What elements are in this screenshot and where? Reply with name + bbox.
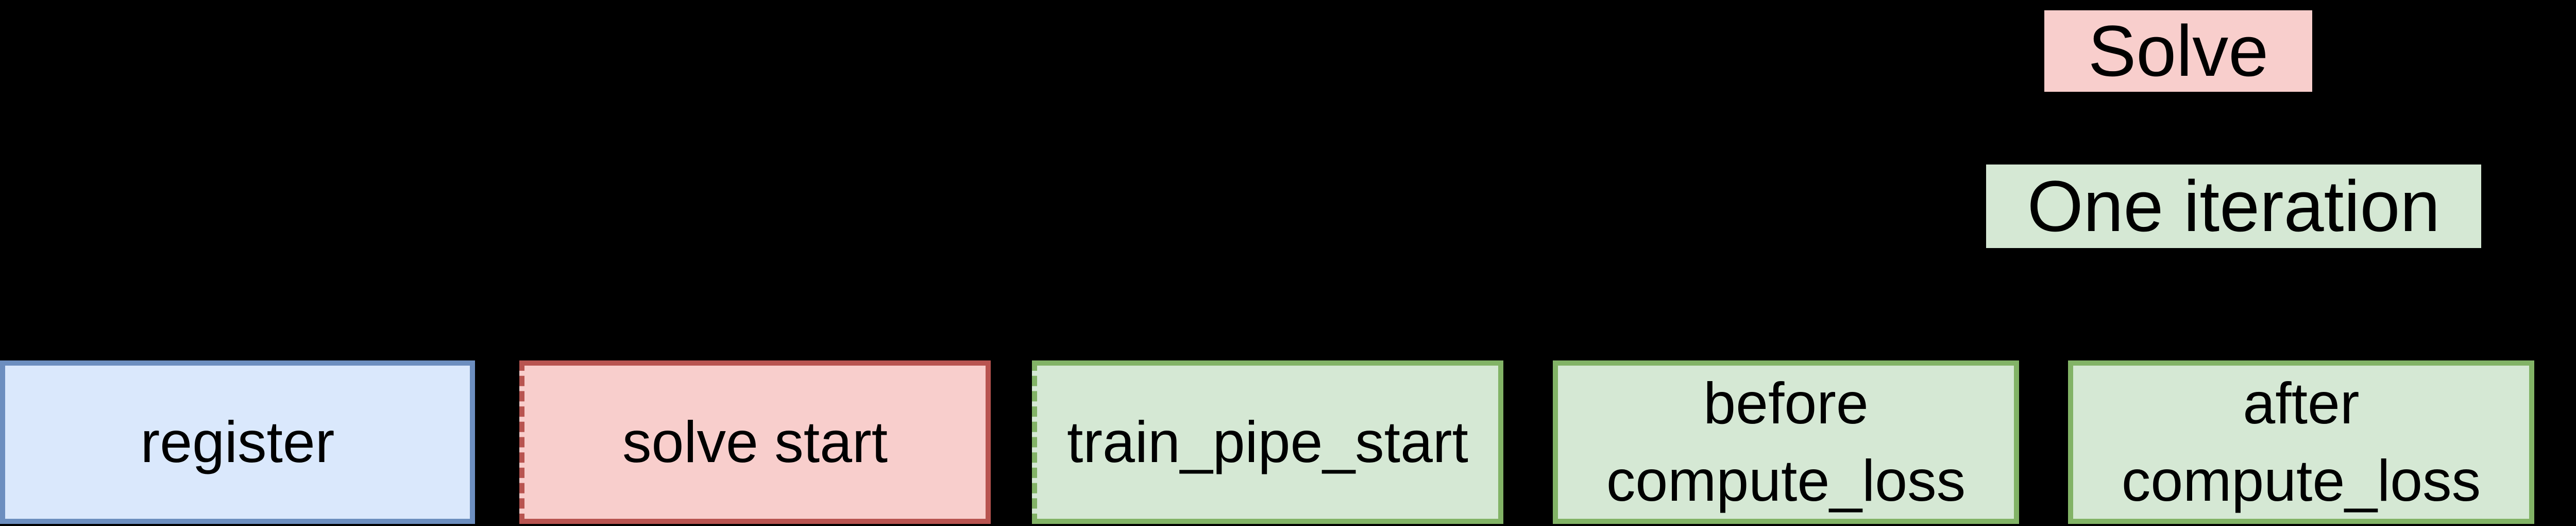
event-box-train-pipe-start-1: train_pipe_start [1032, 360, 1503, 524]
solve-phase-label: Solve [2088, 10, 2269, 91]
event-label-after-compute-loss: after compute_loss [2121, 371, 2481, 513]
one-iteration-label: One iteration [2027, 166, 2441, 246]
event-box-register: register [0, 360, 475, 524]
event-box-after-compute-loss: after compute_loss [2068, 360, 2534, 524]
solve-phase-box: Solve [2044, 10, 2312, 92]
event-box-before-compute-loss: before compute_loss [1553, 360, 2019, 524]
event-box-solve-start: solve start [519, 360, 991, 524]
event-label-before-compute-loss: before compute_loss [1606, 371, 1966, 513]
event-label-solve-start: solve start [622, 409, 888, 474]
event-label-register: register [140, 409, 335, 474]
one-iteration-box: One iteration [1986, 165, 2481, 248]
event-label-train-pipe-start-1: train_pipe_start [1067, 409, 1468, 474]
